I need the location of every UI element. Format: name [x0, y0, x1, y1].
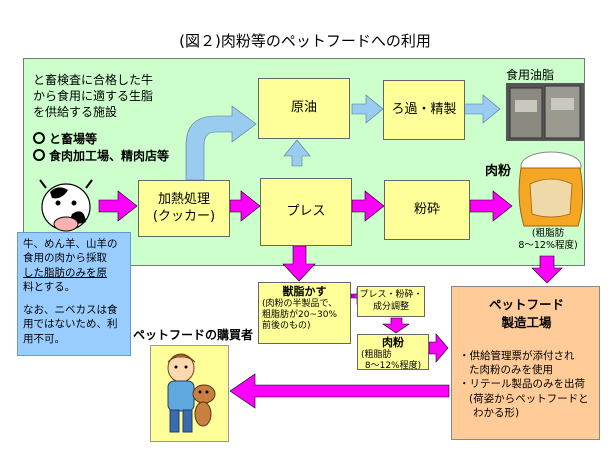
arrow-meatpowder-to-maker-bottom: [428, 333, 449, 363]
arrow-crude-to-filter: [351, 94, 384, 124]
node-press: プレス: [260, 178, 352, 246]
circle-bullet-icon: [33, 149, 45, 162]
petfood-factory-rules: ・供給管理票が添付され た肉粉のみを使用 ・リテール製品のみを出荷 (荷姿からペ…: [459, 349, 599, 420]
node-grind: 粉砕: [384, 180, 470, 240]
bullet-meat-shop: 食肉加工場、精肉店等: [33, 148, 169, 165]
meat-powder-label: 肉粉: [485, 164, 512, 179]
arrow-press-to-grind: [351, 190, 385, 222]
node-meat-powder-small: 肉粉 (粗脂肪 8～12%程度): [357, 334, 429, 371]
rule-item-cont: た肉粉のみを使用: [469, 364, 553, 377]
bullet-slaughterhouse: と畜場等: [33, 131, 169, 148]
rule-item-cont: わかる形): [473, 406, 520, 419]
facility-line: を供給する施設: [33, 105, 118, 120]
arrow-pressgrind-to-meatpowder: [382, 317, 410, 334]
arrow-grind-to-meatpowder: [469, 190, 513, 222]
petfood-factory-box: ペットフード 製造工場 ・供給管理票が添付され た肉粉のみを使用 ・リテール製品…: [451, 286, 600, 440]
arrow-meatpowder-to-maker: [531, 255, 563, 284]
facility-description: と畜検査に合格した牛 から食用に適する生脂 を供給する施設: [33, 72, 153, 121]
facility-line: と畜検査に合格した牛: [33, 73, 154, 87]
edible-oil-label: 食用油脂: [506, 68, 555, 82]
node-crude-oil: 原油: [258, 78, 350, 139]
arrow-press-to-cake: [282, 245, 316, 282]
arrow-press-to-crude: [283, 139, 311, 167]
rule-item: ・供給管理票が添付され: [459, 350, 575, 362]
facility-bullets: と畜場等 食肉加工場、精肉店等: [33, 131, 169, 166]
arrow-filter-to-oil: [463, 94, 501, 124]
facility-line: から食用に適する生脂: [33, 89, 154, 104]
node-heating: 加熱処理(クッカー): [138, 180, 230, 237]
rule-item-cont: (荷姿からペットフードと: [469, 392, 589, 405]
node-tallow-cake: 獣脂かす (肉粉の半製品で、 粗脂肪が20~30% 前後のもの): [258, 282, 351, 344]
meat-powder-desc: (粗脂肪 8～12%程度): [518, 228, 578, 251]
rule-item: ・リテール製品のみを出荷: [459, 378, 585, 391]
diagram-title: (図２)肉粉等のペットフードへの利用: [179, 32, 431, 50]
arrow-heating-to-press: [229, 190, 261, 222]
buyer-label: ペットフードの購買者: [133, 328, 254, 342]
node-filter: ろ過・精製: [383, 80, 465, 140]
buyer-illustration-frame: [150, 345, 229, 442]
arrow-maker-to-buyer: [229, 373, 450, 409]
arrow-heating-to-crude-curved: [185, 105, 257, 181]
raw-material-note: 牛、めん羊、山羊の 食用の肉から採取 した脂肪のみを原 料とする。 なお、ニベカ…: [17, 232, 131, 356]
arrow-cow-to-heating: [98, 190, 138, 222]
cake-title: 獣脂かす: [282, 285, 327, 298]
circle-bullet-icon: [33, 132, 45, 144]
node-press-grind-adjust: プレス・粉砕・成分調整: [357, 286, 425, 317]
petfood-factory-title: ペットフード 製造工場: [488, 297, 564, 330]
